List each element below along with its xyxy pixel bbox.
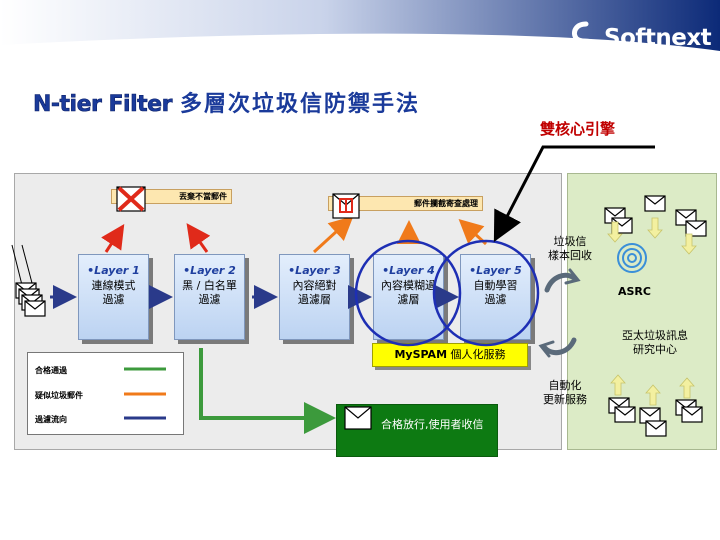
layer-2-box: •Layer 2 黑 / 白名單 過濾	[174, 254, 245, 340]
layer-4-desc-line2: 濾層	[397, 293, 420, 306]
research-center-label: 亞太垃圾訊息 研究中心	[622, 329, 688, 357]
myspam-text: 個人化服務	[447, 348, 506, 361]
layer-1-desc-line2: 過濾	[102, 293, 125, 306]
layer-4-name: •Layer 4	[382, 264, 435, 277]
dual-core-engine-label: 雙核心引擎	[540, 120, 616, 138]
sample-return-label: 垃圾信 樣本回收	[548, 235, 592, 263]
layer-5-box: •Layer 5 自動學習 過濾	[460, 254, 531, 340]
sample-return-line2: 樣本回收	[548, 249, 592, 262]
legend-pass-label: 合格通過	[35, 366, 67, 375]
myspam-brand: MySPAM	[394, 348, 448, 361]
asrc-panel	[567, 173, 717, 450]
auto-update-label: 自動化 更新服務	[543, 379, 587, 407]
layer-4-desc-line1: 內容模糊過	[381, 279, 436, 292]
legend-flow-label: 過濾流向	[35, 415, 67, 424]
layer-4-box: •Layer 4 內容模糊過 濾層	[373, 254, 444, 340]
logo-text: Softnext	[604, 25, 712, 51]
quarantine-note: 郵件攔截寄查處理	[328, 196, 483, 211]
pass-delivery-label: 合格放行,使用者收信	[381, 418, 484, 431]
layer-1-desc-line1: 連線模式	[91, 279, 136, 292]
layer-5-name: •Layer 5	[469, 264, 522, 277]
sample-return-line1: 垃圾信	[553, 235, 587, 248]
layer-3-desc-line2: 過濾層	[298, 293, 331, 306]
auto-update-line2: 更新服務	[543, 393, 587, 406]
layer-3-name: •Layer 3	[288, 264, 341, 277]
layer-1-box: •Layer 1 連線模式 過濾	[78, 254, 149, 340]
research-center-line1: 亞太垃圾訊息	[622, 329, 688, 342]
layer-3-desc-line1: 內容絕對	[292, 279, 337, 292]
layer-1-name: •Layer 1	[87, 264, 140, 277]
asrc-label: ASRC	[618, 285, 651, 298]
discard-note: 丟棄不當郵件	[111, 189, 232, 204]
layer-2-desc-line1: 黑 / 白名單	[182, 279, 237, 292]
softnext-logo: Softnext	[568, 18, 714, 64]
auto-update-line1: 自動化	[548, 379, 582, 392]
myspam-service-bar: MySPAM 個人化服務	[372, 343, 528, 367]
layer-5-desc-line2: 過濾	[484, 293, 507, 306]
legend: 合格通過 疑似垃圾郵件 過濾流向	[27, 352, 184, 435]
title-zh: 多層次垃圾信防禦手法	[179, 91, 420, 117]
header-band	[0, 0, 720, 53]
layer-2-desc-line2: 過濾	[198, 293, 221, 306]
research-center-line2: 研究中心	[633, 343, 677, 356]
legend-suspect-label: 疑似垃圾郵件	[35, 391, 83, 400]
layer-2-name: •Layer 2	[183, 264, 236, 277]
logo-swirl-icon	[571, 21, 599, 59]
layer-5-desc-line1: 自動學習	[473, 279, 518, 292]
layer-3-box: •Layer 3 內容絕對 過濾層	[279, 254, 350, 340]
title-en: N-tier Filter	[33, 92, 173, 118]
